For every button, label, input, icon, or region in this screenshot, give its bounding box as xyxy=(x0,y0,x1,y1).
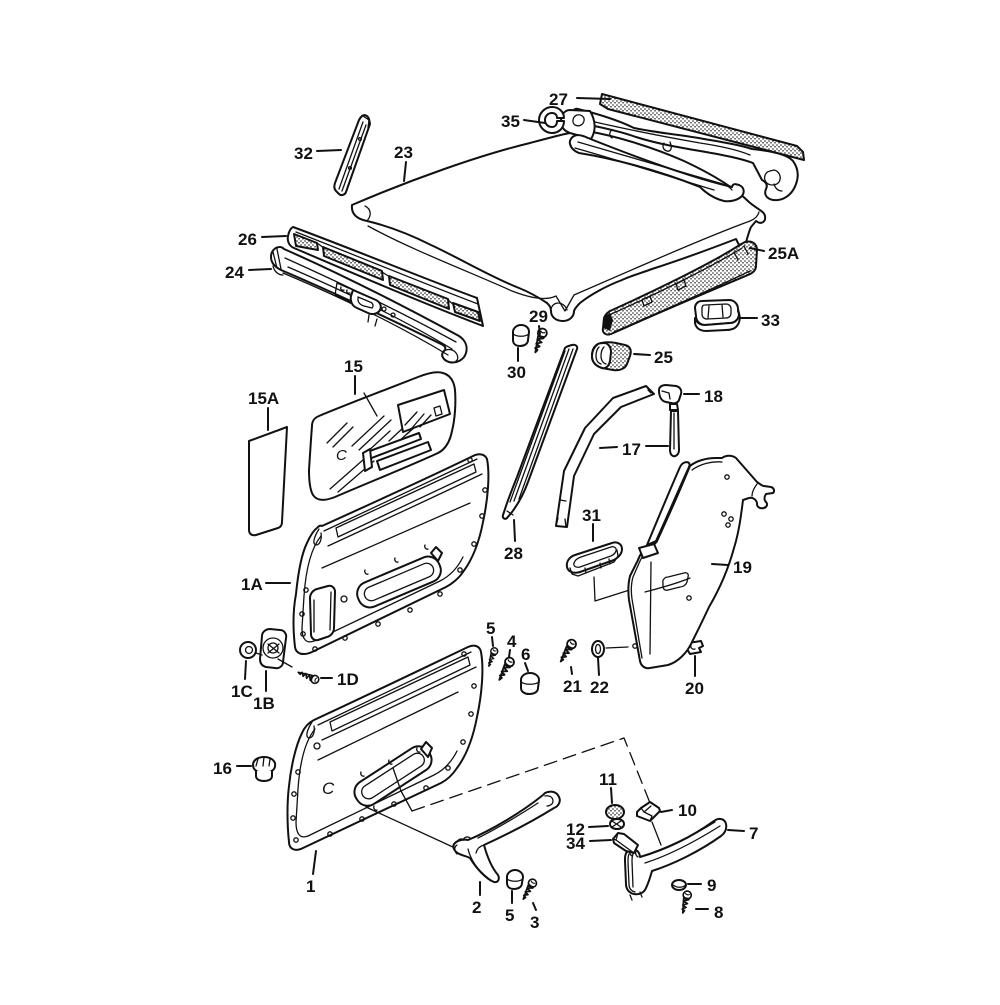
svg-text:22: 22 xyxy=(590,678,609,697)
svg-text:33: 33 xyxy=(761,311,780,330)
svg-text:1: 1 xyxy=(306,877,315,896)
svg-text:4: 4 xyxy=(507,632,517,651)
svg-text:28: 28 xyxy=(504,544,523,563)
svg-text:25: 25 xyxy=(654,348,673,367)
svg-text:10: 10 xyxy=(678,801,697,820)
svg-text:30: 30 xyxy=(507,363,526,382)
svg-text:23: 23 xyxy=(394,143,413,162)
svg-text:19: 19 xyxy=(733,558,752,577)
svg-text:C: C xyxy=(336,447,347,464)
svg-text:7: 7 xyxy=(749,824,758,843)
svg-text:25A: 25A xyxy=(768,244,799,263)
svg-text:6: 6 xyxy=(521,645,530,664)
svg-text:11: 11 xyxy=(599,770,617,789)
svg-text:32: 32 xyxy=(294,144,313,163)
svg-text:17: 17 xyxy=(622,440,641,459)
svg-text:31: 31 xyxy=(582,506,601,525)
svg-text:34: 34 xyxy=(566,834,585,853)
svg-text:5: 5 xyxy=(486,619,495,638)
svg-text:18: 18 xyxy=(704,387,723,406)
svg-text:2: 2 xyxy=(472,898,481,917)
svg-text:5: 5 xyxy=(505,906,514,925)
svg-text:3: 3 xyxy=(530,913,539,932)
svg-text:C: C xyxy=(322,779,335,798)
svg-text:1D: 1D xyxy=(337,670,359,689)
svg-text:1B: 1B xyxy=(253,694,275,713)
svg-text:27: 27 xyxy=(549,90,568,109)
svg-text:26: 26 xyxy=(238,230,257,249)
svg-text:35: 35 xyxy=(501,112,520,131)
svg-text:21: 21 xyxy=(563,677,582,696)
svg-text:1A: 1A xyxy=(241,575,263,594)
svg-text:1C: 1C xyxy=(231,682,253,701)
svg-text:16: 16 xyxy=(213,759,232,778)
svg-text:24: 24 xyxy=(225,263,244,282)
svg-text:15A: 15A xyxy=(248,389,279,408)
svg-text:29: 29 xyxy=(529,307,548,326)
svg-text:15: 15 xyxy=(344,357,363,376)
svg-text:12: 12 xyxy=(566,820,585,839)
svg-text:8: 8 xyxy=(714,903,723,922)
svg-text:20: 20 xyxy=(685,679,704,698)
svg-text:9: 9 xyxy=(707,876,716,895)
